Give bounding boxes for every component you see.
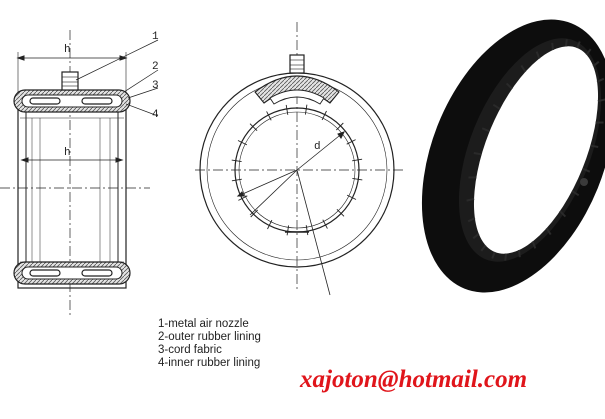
- ring-tick: [250, 124, 257, 131]
- contact-email[interactable]: xajoton@hotmail.com: [300, 366, 527, 394]
- air-valve-icon: [580, 178, 588, 186]
- inner-rib: [474, 153, 482, 154]
- callout-1: 1: [152, 32, 159, 43]
- callout-4: 4: [152, 110, 159, 121]
- inner-rib: [590, 146, 598, 147]
- ring-tick: [306, 225, 308, 235]
- legend-item: 1-metal air nozzle: [158, 318, 261, 331]
- callout-2: 2: [152, 62, 159, 73]
- ring-tick: [352, 159, 362, 161]
- ring-tick: [232, 179, 242, 181]
- ring-tick: [286, 105, 288, 115]
- inner-rib: [566, 39, 567, 46]
- inner-rib: [505, 254, 506, 261]
- dimension-label-diameter: d: [314, 142, 321, 153]
- callout-3: 3: [152, 81, 159, 92]
- legend-item: 2-outer rubber lining: [158, 331, 261, 344]
- dimension-label-outer: h: [64, 45, 71, 56]
- inner-rib: [552, 43, 553, 50]
- front-view: [195, 22, 405, 295]
- product-photo: [385, 0, 605, 321]
- ring-tick: [336, 123, 343, 130]
- legend-item: 3-cord fabric: [158, 344, 261, 357]
- dimension-label-inner: h: [64, 148, 71, 159]
- legend-item: 4-inner rubber lining: [158, 357, 261, 370]
- inner-rib: [519, 250, 520, 257]
- parts-legend: 1-metal air nozzle 2-outer rubber lining…: [158, 318, 261, 370]
- section-view: [0, 30, 158, 318]
- ring-tick: [337, 209, 344, 216]
